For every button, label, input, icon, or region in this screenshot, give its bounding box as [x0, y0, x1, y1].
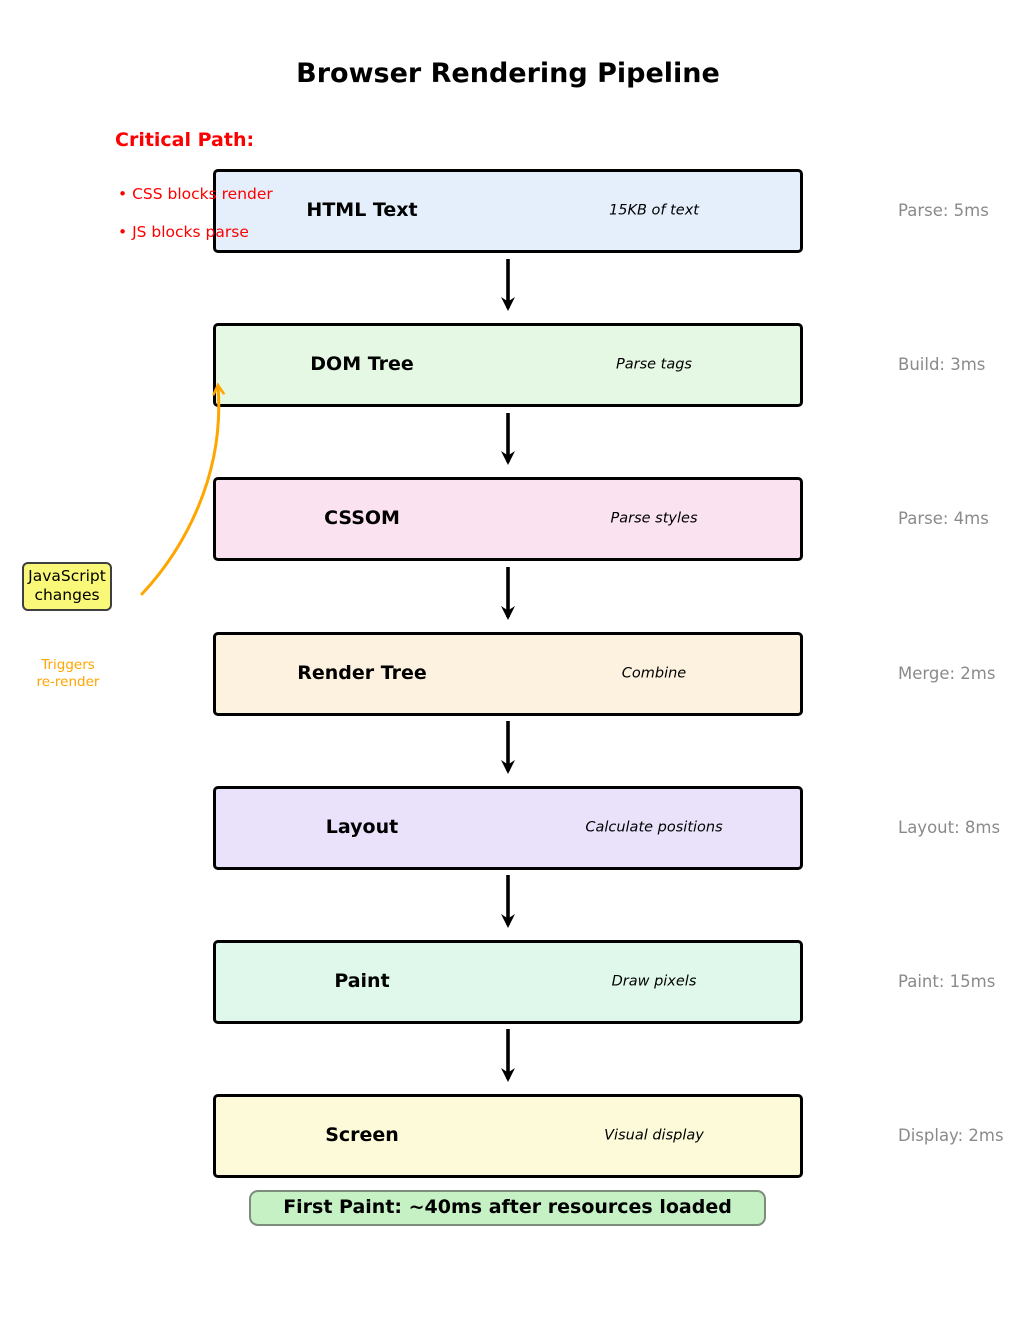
stage-box-render-tree: Render Tree Combine	[213, 632, 803, 716]
stage-box-html-text: HTML Text 15KB of text	[213, 169, 803, 253]
stage-box-paint: Paint Draw pixels	[213, 940, 803, 1024]
critical-path-bullet-css: • CSS blocks render	[118, 185, 273, 203]
note-line: changes	[34, 585, 100, 604]
stage-box-dom-tree: DOM Tree Parse tags	[213, 323, 803, 407]
stage-label: Layout	[325, 816, 399, 839]
stage-timing-layout: Layout: 8ms	[898, 818, 1001, 837]
note-line: JavaScript	[28, 567, 106, 585]
stage-box-cssom: CSSOM Parse styles	[213, 477, 803, 561]
stage-timing-paint: Paint: 15ms	[898, 972, 996, 991]
stage-desc: Draw pixels	[611, 973, 697, 990]
triggers-rerender-caption: Triggers re-render	[20, 657, 116, 691]
stage-label: HTML Text	[306, 199, 418, 222]
caption-line: re-render	[36, 673, 100, 690]
stage-timing-merge: Merge: 2ms	[898, 664, 996, 683]
stage-label: CSSOM	[324, 507, 400, 530]
caption-line: Triggers	[41, 657, 95, 673]
page-title: Browser Rendering Pipeline	[296, 58, 720, 89]
stage-label: Paint	[334, 970, 390, 993]
stage-desc: Calculate positions	[585, 819, 723, 836]
stage-timing-build: Build: 3ms	[898, 355, 986, 374]
stage-box-layout: Layout Calculate positions	[213, 786, 803, 870]
javascript-changes-note: JavaScript changes	[22, 562, 112, 611]
stage-desc: Parse tags	[615, 356, 692, 373]
stage-desc: 15KB of text	[609, 202, 699, 219]
first-paint-summary: First Paint: ~40ms after resources loade…	[249, 1190, 766, 1226]
stage-label: Render Tree	[297, 662, 427, 685]
critical-path-bullet-js: • JS blocks parse	[118, 223, 249, 241]
stage-timing-display: Display: 2ms	[898, 1126, 1004, 1145]
stage-desc: Parse styles	[610, 510, 698, 527]
stage-desc: Combine	[621, 665, 687, 682]
stage-box-screen: Screen Visual display	[213, 1094, 803, 1178]
stage-timing-parse: Parse: 5ms	[898, 201, 989, 220]
stage-label: Screen	[325, 1124, 399, 1147]
stage-timing-parse-styles: Parse: 4ms	[898, 509, 989, 528]
stage-desc: Visual display	[604, 1127, 704, 1144]
critical-path-heading: Critical Path:	[115, 129, 255, 151]
stage-label: DOM Tree	[310, 353, 414, 376]
js-rerender-curved-arrow-icon	[140, 386, 219, 596]
